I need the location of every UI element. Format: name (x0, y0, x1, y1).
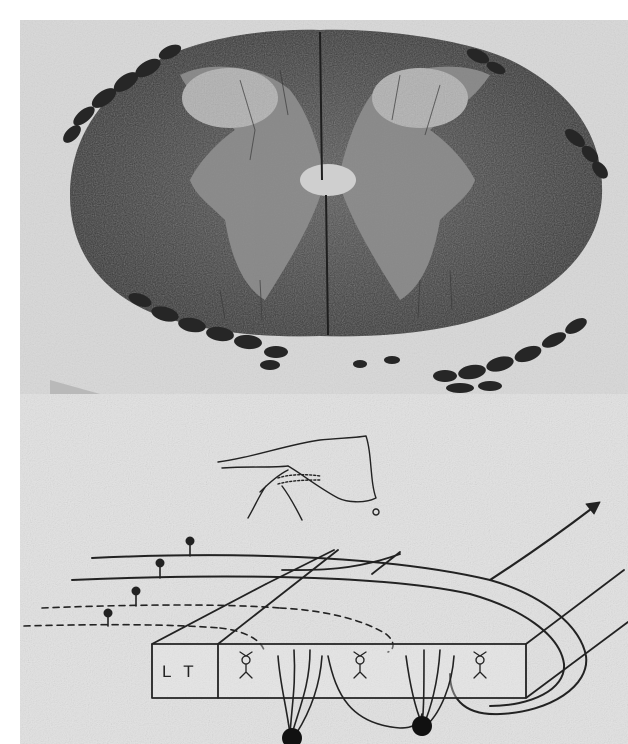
central-canal (300, 164, 356, 196)
dorsal-root-schematic-diagram: L T (20, 394, 628, 744)
spinal-cord-cross-section-photo (20, 20, 628, 394)
lt-label: L T (162, 662, 198, 681)
figure: L T (10, 10, 628, 734)
